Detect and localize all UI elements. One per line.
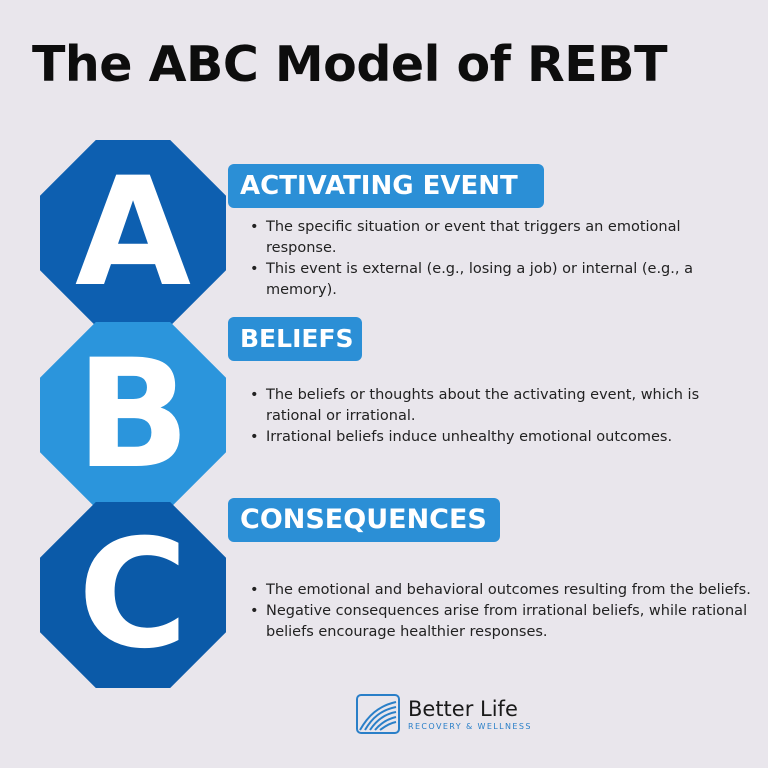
octagon-letter-b: B xyxy=(75,328,191,502)
point-a-1: The specific situation or event that tri… xyxy=(244,217,754,259)
point-b-2: Irrational beliefs induce unhealthy emot… xyxy=(244,427,754,448)
brand-logo: Better Life RECOVERY & WELLNESS xyxy=(356,694,532,734)
heading-activating-event: ACTIVATING EVENT xyxy=(228,164,544,208)
octagon-letter-a: A xyxy=(74,146,192,320)
point-b-1: The beliefs or thoughts about the activa… xyxy=(244,385,754,427)
page-title: The ABC Model of REBT xyxy=(32,36,668,93)
heading-consequences: CONSEQUENCES xyxy=(228,498,500,542)
logo-tagline: RECOVERY & WELLNESS xyxy=(408,721,532,731)
heading-beliefs: BELIEFS xyxy=(228,317,362,361)
octagon-letter-c: C xyxy=(77,508,189,682)
points-activating-event: The specific situation or event that tri… xyxy=(244,217,754,301)
point-c-2: Negative consequences arise from irratio… xyxy=(244,601,754,643)
point-c-1: The emotional and behavioral outcomes re… xyxy=(244,580,754,601)
better-life-wave-logo-icon xyxy=(356,694,400,734)
point-a-2: This event is external (e.g., losing a j… xyxy=(244,259,754,301)
octagon-b: B xyxy=(40,322,226,508)
logo-name: Better Life xyxy=(408,696,518,721)
points-beliefs: The beliefs or thoughts about the activa… xyxy=(244,385,754,448)
points-consequences: The emotional and behavioral outcomes re… xyxy=(244,580,754,643)
octagon-c: C xyxy=(40,502,226,688)
octagon-a: A xyxy=(40,140,226,326)
